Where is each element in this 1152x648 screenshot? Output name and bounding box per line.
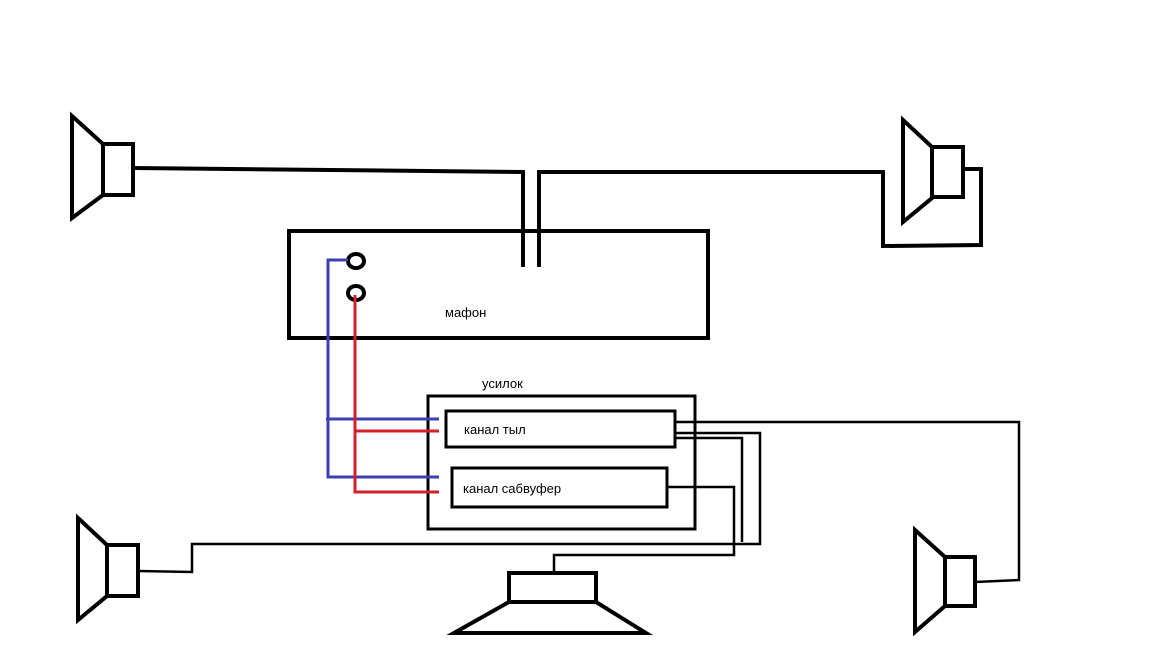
front-speaker-wires	[132, 166, 983, 267]
subwoofer-wires	[552, 436, 744, 573]
subwoofer-icon	[446, 571, 654, 635]
front-left-speaker-icon	[70, 111, 135, 222]
amplifier-label: усилок	[482, 376, 523, 391]
rear-channel-label: канал тыл	[464, 422, 526, 437]
left-rca-cable	[326, 258, 439, 479]
right-rca-cable	[353, 295, 439, 494]
rear-speaker-wires	[137, 420, 1021, 584]
sub-channel-label: канал сабвуфер	[463, 481, 561, 496]
rear-channel-box	[444, 409, 677, 449]
rear-right-speaker-icon	[913, 525, 977, 637]
amplifier-box	[426, 394, 697, 531]
sub-channel-box	[450, 466, 669, 509]
head-unit-box	[287, 229, 710, 340]
rca-jack-top-icon	[346, 252, 366, 270]
rear-left-speaker-icon	[76, 513, 140, 625]
front-right-speaker-icon	[901, 115, 965, 227]
head-unit-label: мафон	[445, 305, 486, 320]
